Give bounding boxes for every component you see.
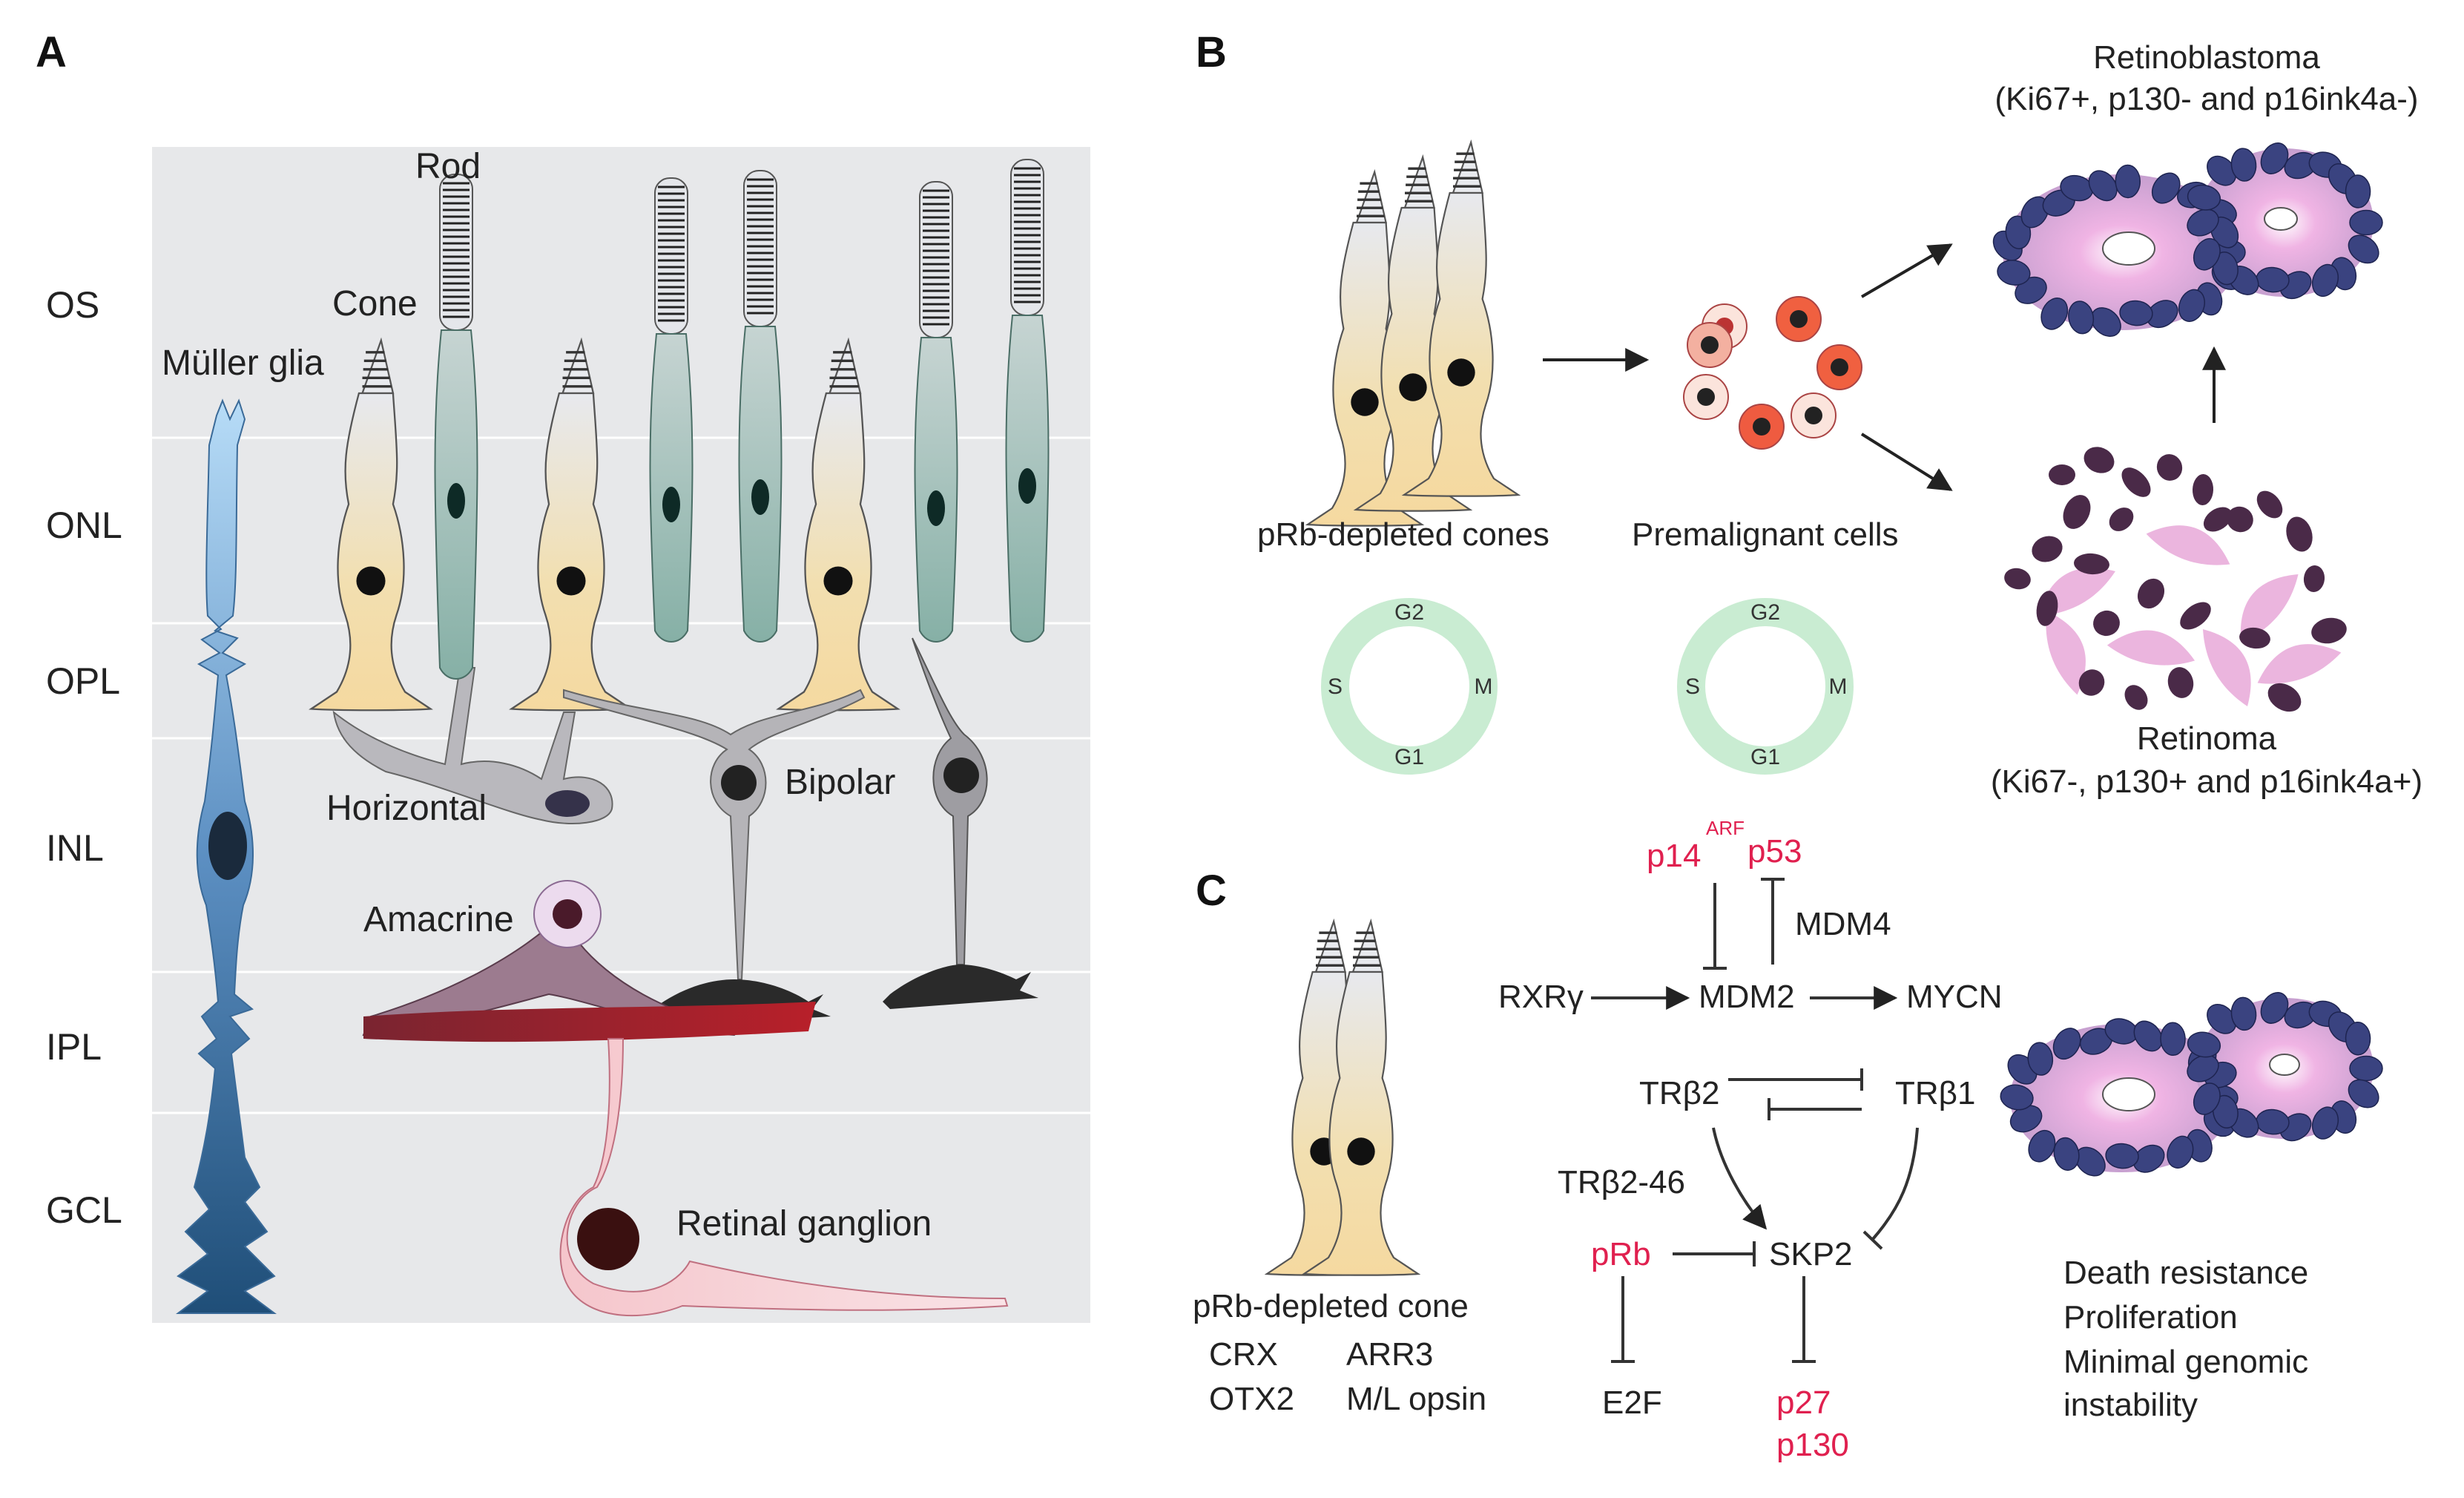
layer-label-inl: INL	[46, 827, 104, 869]
retinal-ganglion-cell	[559, 1038, 1009, 1317]
retinoma-markers: (Ki67-, p130+ and p16ink4a+)	[1991, 763, 2422, 800]
layer-label-os: OS	[46, 284, 99, 326]
cycle1-m: M	[1475, 674, 1493, 699]
tumor-c	[2000, 992, 2383, 1177]
cone-group-c	[1265, 920, 1420, 1277]
muller-glia-label: Müller glia	[162, 344, 324, 383]
rod-cells	[434, 159, 1050, 680]
node-prb: pRb	[1591, 1236, 1651, 1272]
horizontal-nucleus	[545, 790, 590, 817]
rod-cell	[649, 177, 694, 643]
marker-otx2: OTX2	[1209, 1381, 1294, 1417]
panel-a-letter: A	[36, 28, 67, 76]
layer-label-onl: ONL	[46, 505, 122, 546]
arrow-to-retinoma	[1860, 433, 1953, 491]
inhibit-trb1-skp2	[1871, 1127, 1919, 1241]
panel-b-letter: B	[1196, 28, 1227, 76]
node-trb2: TRβ2	[1639, 1075, 1719, 1111]
premalignant-label: Premalignant cells	[1632, 516, 1899, 553]
layer-label-ipl: IPL	[46, 1026, 102, 1068]
muller-nucleus	[208, 812, 247, 880]
cycle1-s: S	[1328, 674, 1343, 699]
node-p130: p130	[1776, 1427, 1849, 1463]
rod-cell	[1005, 159, 1050, 643]
amacrine-label: Amacrine	[363, 900, 514, 939]
node-mdm2: MDM2	[1699, 979, 1795, 1015]
ganglion-label: Retinal ganglion	[676, 1204, 932, 1244]
horizontal-cell	[332, 667, 613, 824]
retinoma-tissue	[2004, 447, 2347, 712]
bipolar-cell-2	[883, 637, 1038, 1009]
rod-cell	[914, 181, 958, 643]
layer-label-gcl: GCL	[46, 1189, 122, 1231]
cycle2-g2: G2	[1750, 600, 1780, 625]
arrow-to-retinoblastoma	[1860, 243, 1953, 298]
cone-group-b	[1306, 141, 1520, 528]
node-e2f: E2F	[1602, 1384, 1662, 1421]
premalignant-cells-cluster	[1683, 296, 1862, 450]
prb-cones-label: pRb-depleted cones	[1257, 516, 1549, 553]
ipl-dendrite-band	[363, 1002, 816, 1042]
cell-cycle-1: G2 M G1 S	[1321, 598, 1498, 775]
marker-arr3: ARR3	[1346, 1336, 1433, 1373]
node-p27: p27	[1776, 1384, 1831, 1421]
retinoblastoma-markers: (Ki67+, p130- and p16ink4a-)	[1994, 81, 2418, 117]
cone-label: Cone	[332, 284, 418, 323]
marker-crx: CRX	[1209, 1336, 1278, 1373]
horizontal-label: Horizontal	[326, 789, 487, 828]
retinoblastoma-title: Retinoblastoma	[2093, 39, 2320, 76]
cycle1-g2: G2	[1394, 600, 1424, 625]
retinoblastoma-tumor	[1992, 142, 2383, 337]
node-p14: p14	[1647, 838, 1701, 874]
node-p53: p53	[1747, 833, 1802, 870]
cycle2-s: S	[1685, 674, 1700, 699]
prb-cone-label: pRb-depleted cone	[1193, 1288, 1469, 1324]
marker-ml-opsin: M/L opsin	[1346, 1381, 1486, 1417]
node-mycn: MYCN	[1906, 979, 2003, 1015]
bipolar-label: Bipolar	[785, 763, 895, 802]
pathway-diagram: p14 ARF p53 MDM4 RXRγ MDM2 MYCN TRβ2 TRβ…	[1498, 817, 2003, 1463]
retinoma-title: Retinoma	[2137, 720, 2277, 757]
outcome-proliferation: Proliferation	[2063, 1299, 2238, 1336]
outcome-death-resistance: Death resistance	[2063, 1255, 2308, 1291]
rod-cell	[434, 174, 478, 680]
node-trb246: TRβ2-46	[1558, 1164, 1685, 1200]
rod-label: Rod	[415, 147, 481, 186]
rod-cell	[738, 170, 783, 643]
cycle2-m: M	[1829, 674, 1848, 699]
outcome-instability: instability	[2063, 1387, 2198, 1423]
node-arf: ARF	[1706, 817, 1745, 839]
outcome-genomic: Minimal genomic	[2063, 1344, 2308, 1380]
arrow-trb2-skp2	[1712, 1127, 1768, 1230]
cycle1-g1: G1	[1394, 745, 1424, 769]
panel-c-letter: C	[1196, 867, 1227, 915]
node-mdm4: MDM4	[1795, 906, 1891, 942]
cycle2-g1: G1	[1750, 745, 1780, 769]
node-rxrg: RXRγ	[1498, 979, 1584, 1015]
layer-label-opl: OPL	[46, 660, 120, 702]
node-skp2: SKP2	[1769, 1236, 1853, 1272]
cell-cycle-2: G2 M G1 S	[1677, 598, 1854, 775]
node-trb1: TRβ1	[1895, 1075, 1975, 1111]
